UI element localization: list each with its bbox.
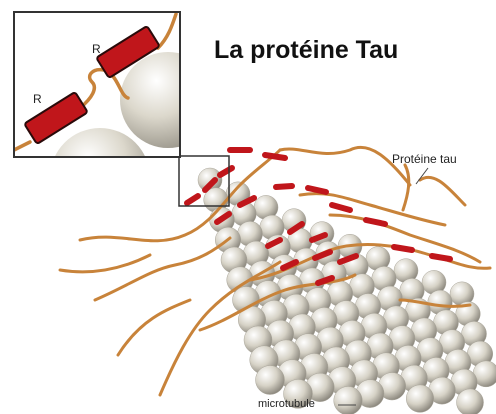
repeat-domain — [394, 247, 412, 250]
tubulin-sphere-large — [120, 52, 216, 148]
repeat-domain — [220, 168, 232, 175]
tau-strand — [60, 255, 150, 272]
repeat-domain — [187, 196, 198, 203]
tubulin-sphere — [457, 389, 484, 414]
repeat-label-top: R — [92, 42, 101, 56]
tubulin-sphere — [334, 386, 363, 414]
repeat-domain — [265, 155, 285, 158]
tau-strand — [118, 300, 190, 355]
microtubule-label: microtubule — [258, 398, 315, 410]
tubulin-sphere-large — [50, 128, 150, 228]
repeat-domain — [432, 256, 450, 259]
tau-strand — [403, 165, 409, 210]
repeat-domain — [366, 220, 385, 224]
tau-strand — [420, 177, 465, 205]
tubulin-sphere — [406, 385, 434, 413]
repeat-domain — [332, 205, 350, 210]
repeat-domain — [308, 188, 326, 192]
repeat-label-left: R — [33, 92, 42, 106]
repeat-domain — [276, 186, 292, 187]
diagram-title: La protéine Tau — [214, 36, 398, 65]
tau-protein-label: Protéine tau — [392, 152, 457, 166]
inset-magnified-view — [14, 12, 216, 228]
tau-strand — [280, 147, 410, 185]
tubulin-sphere — [256, 366, 285, 395]
